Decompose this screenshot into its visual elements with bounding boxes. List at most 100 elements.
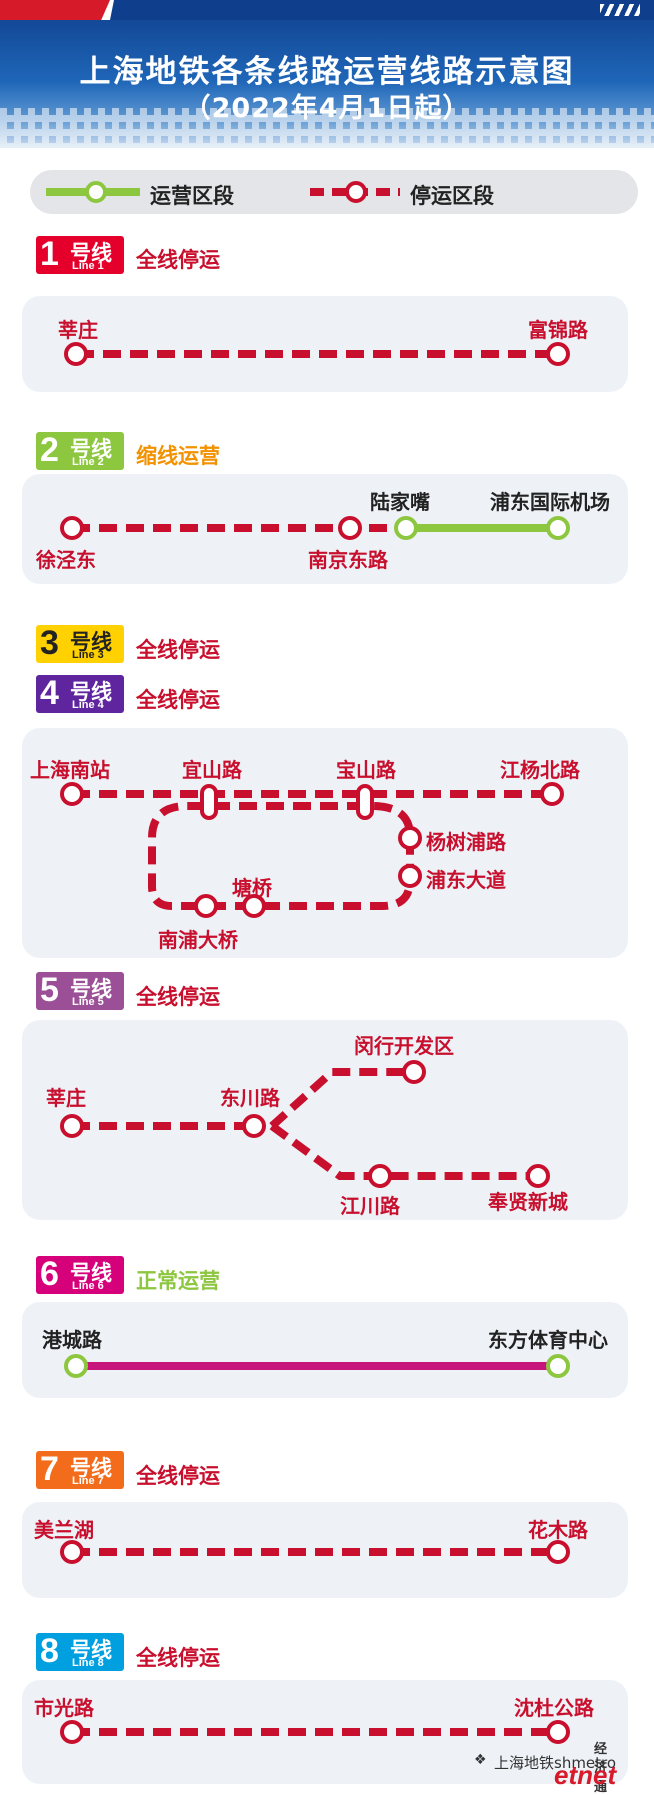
line-3-tag: 3 号线 Line 3 bbox=[36, 624, 124, 663]
line-5-tag: 5 号线 Line 5 bbox=[36, 971, 124, 1010]
station-marker-fujinlu bbox=[546, 342, 570, 366]
legend-suspended-label: 停运区段 bbox=[410, 184, 494, 208]
station-xujingdong: 徐泾东 bbox=[36, 548, 96, 572]
line-8-hao: 号线 bbox=[70, 1638, 112, 1662]
station-marker-nanpudaqiao bbox=[194, 894, 218, 918]
line-7-number: 7 bbox=[40, 1450, 59, 1488]
line-6-card: 港城路 东方体育中心 bbox=[22, 1302, 628, 1398]
station-gangchenglu: 港城路 bbox=[42, 1328, 102, 1352]
station-marker-shiguanglu bbox=[60, 1720, 84, 1744]
line-7-diagram bbox=[60, 1540, 570, 1564]
line-6-number: 6 bbox=[40, 1255, 59, 1293]
station-marker-dongchuanlu bbox=[242, 1114, 266, 1138]
line-2-en: Line 2 bbox=[72, 456, 104, 468]
station-marker-pudongdadao bbox=[398, 864, 422, 888]
station-fujinlu: 富锦路 bbox=[528, 318, 588, 342]
legend: 运营区段 停运区段 bbox=[30, 170, 638, 214]
line-7-status: 全线停运 bbox=[136, 1464, 220, 1488]
line-4-status: 全线停运 bbox=[136, 688, 220, 712]
station-marker-yishanlu bbox=[200, 784, 218, 820]
line-5-card: 莘庄 东川路 闵行开发区 江川路 奉贤新城 bbox=[22, 1020, 628, 1220]
station-nanjingdonglu: 南京东路 bbox=[308, 548, 388, 572]
station-marker-fengxianxincheng bbox=[526, 1164, 550, 1188]
line-4-en: Line 4 bbox=[72, 699, 104, 711]
line-7-en: Line 7 bbox=[72, 1475, 104, 1487]
line-6-en: Line 6 bbox=[72, 1280, 104, 1292]
station-jiangchuanlu: 江川路 bbox=[340, 1194, 400, 1218]
line-1-en: Line 1 bbox=[72, 260, 104, 272]
line-2-status: 缩线运营 bbox=[136, 444, 220, 468]
header-blue-stripe bbox=[110, 0, 654, 20]
station-marker-dongfangtiyuzhongxin bbox=[546, 1354, 570, 1378]
station-marker-xinzhuang bbox=[64, 342, 88, 366]
line-8-en: Line 8 bbox=[72, 1657, 104, 1669]
line-5-hao: 号线 bbox=[70, 977, 112, 1001]
legend-symbols bbox=[46, 181, 400, 203]
station-marker-nanjingdonglu bbox=[338, 516, 362, 540]
line-6-hao: 号线 bbox=[70, 1261, 112, 1285]
station-marker-baoshanlu bbox=[356, 784, 374, 820]
station-marker-minhangkaifaqu bbox=[402, 1060, 426, 1084]
station-marker-xinzhuang-l5 bbox=[60, 1114, 84, 1138]
station-dongchuanlu: 东川路 bbox=[220, 1086, 280, 1110]
line-2-diagram bbox=[60, 516, 570, 540]
line-1-diagram bbox=[64, 342, 570, 366]
line-4-loop-track bbox=[148, 802, 414, 910]
station-minhangkaifaqu: 闵行开发区 bbox=[354, 1034, 454, 1058]
line-5-number: 5 bbox=[40, 971, 59, 1009]
line-5-en: Line 5 bbox=[72, 996, 104, 1008]
station-xinzhuang-l5: 莘庄 bbox=[46, 1086, 86, 1110]
legend-operating-station-icon bbox=[85, 181, 107, 203]
line-4-tag: 4 号线 Line 4 bbox=[36, 674, 124, 713]
line-8-number: 8 bbox=[40, 1632, 59, 1670]
line-7-hao: 号线 bbox=[70, 1456, 112, 1480]
station-lujiazui: 陆家嘴 bbox=[370, 490, 430, 514]
station-baoshanlu: 宝山路 bbox=[336, 758, 396, 782]
station-shendugonglu: 沈杜公路 bbox=[514, 1696, 594, 1720]
header-red-stripe bbox=[0, 0, 110, 20]
line-3-number: 3 bbox=[40, 624, 59, 662]
line-5-lower-branch bbox=[269, 1122, 538, 1180]
line-8-tag: 8 号线 Line 8 bbox=[36, 1632, 124, 1671]
line-2-hao: 号线 bbox=[70, 437, 112, 461]
legend-operating-label: 运营区段 bbox=[150, 184, 234, 208]
station-dongfangtiyuzhongxin: 东方体育中心 bbox=[488, 1328, 608, 1352]
header-hatch-decoration bbox=[600, 4, 640, 16]
station-meilanhu: 美兰湖 bbox=[34, 1518, 94, 1542]
station-marker-yangshupulu bbox=[398, 826, 422, 850]
line-6-tag: 6 号线 Line 6 bbox=[36, 1255, 124, 1294]
line-7-card: 美兰湖 花木路 bbox=[22, 1502, 628, 1598]
station-pudongairport: 浦东国际机场 bbox=[490, 490, 610, 514]
station-shanghainanzhan: 上海南站 bbox=[30, 758, 110, 782]
station-nanpudaqiao: 南浦大桥 bbox=[158, 928, 238, 952]
line-2-tag: 2 号线 Line 2 bbox=[36, 431, 124, 470]
line-8-card: 市光路 沈杜公路 bbox=[22, 1680, 628, 1784]
line-1-status: 全线停运 bbox=[136, 248, 220, 272]
station-marker-xujingdong bbox=[60, 516, 84, 540]
page-title: 上海地铁各条线路运营线路示意图 bbox=[79, 54, 575, 90]
line-1-tag: 1 号线 Line 1 bbox=[36, 235, 124, 274]
line-8-status: 全线停运 bbox=[136, 1646, 220, 1670]
page-subtitle: （2022年4月1日起） bbox=[183, 93, 471, 124]
line-3-en: Line 3 bbox=[72, 649, 104, 661]
legend-suspended-station-icon bbox=[345, 181, 367, 203]
wechat-account: 上海地铁shmetro bbox=[494, 1754, 617, 1772]
station-marker-jiangyangbeilu bbox=[540, 782, 564, 806]
header-banner: 上海地铁各条线路运营线路示意图 （2022年4月1日起） bbox=[0, 0, 654, 148]
station-yishanlu: 宜山路 bbox=[182, 758, 242, 782]
station-marker-huamulu bbox=[546, 1540, 570, 1564]
station-pudongdadao: 浦东大道 bbox=[426, 868, 506, 892]
line-3-status: 全线停运 bbox=[136, 638, 220, 662]
line-1-hao: 号线 bbox=[70, 241, 112, 265]
station-marker-tangqiao bbox=[242, 894, 266, 918]
line-3-hao: 号线 bbox=[70, 630, 112, 654]
line-4-diagram bbox=[60, 782, 564, 918]
line-6-status: 正常运营 bbox=[136, 1269, 220, 1293]
line-1-number: 1 bbox=[40, 235, 59, 273]
station-marker-pudongairport bbox=[546, 516, 570, 540]
station-shiguanglu: 市光路 bbox=[34, 1696, 94, 1720]
line-1-card: 莘庄 富锦路 bbox=[22, 296, 628, 392]
station-fengxianxincheng: 奉贤新城 bbox=[488, 1190, 568, 1214]
brand-logo: etnet bbox=[554, 1760, 617, 1790]
station-marker-jiangchuanlu bbox=[368, 1164, 392, 1188]
